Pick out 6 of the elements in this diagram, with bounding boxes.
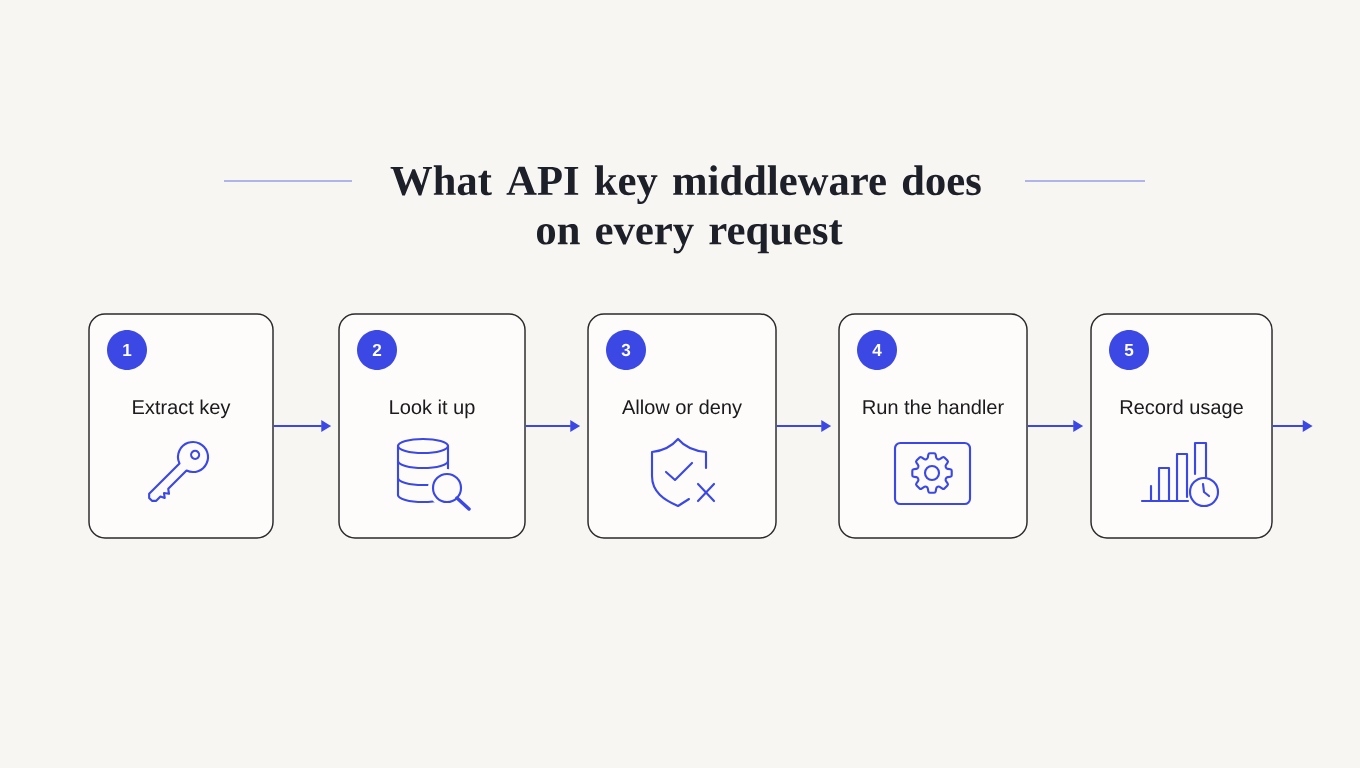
number-badge: 1 [107, 330, 147, 370]
number-badge: 5 [1109, 330, 1149, 370]
number-badge: 4 [857, 330, 897, 370]
number-badge: 3 [606, 330, 646, 370]
title: What API key middleware does on every request [390, 165, 981, 254]
number-badge: 2 [357, 330, 397, 370]
